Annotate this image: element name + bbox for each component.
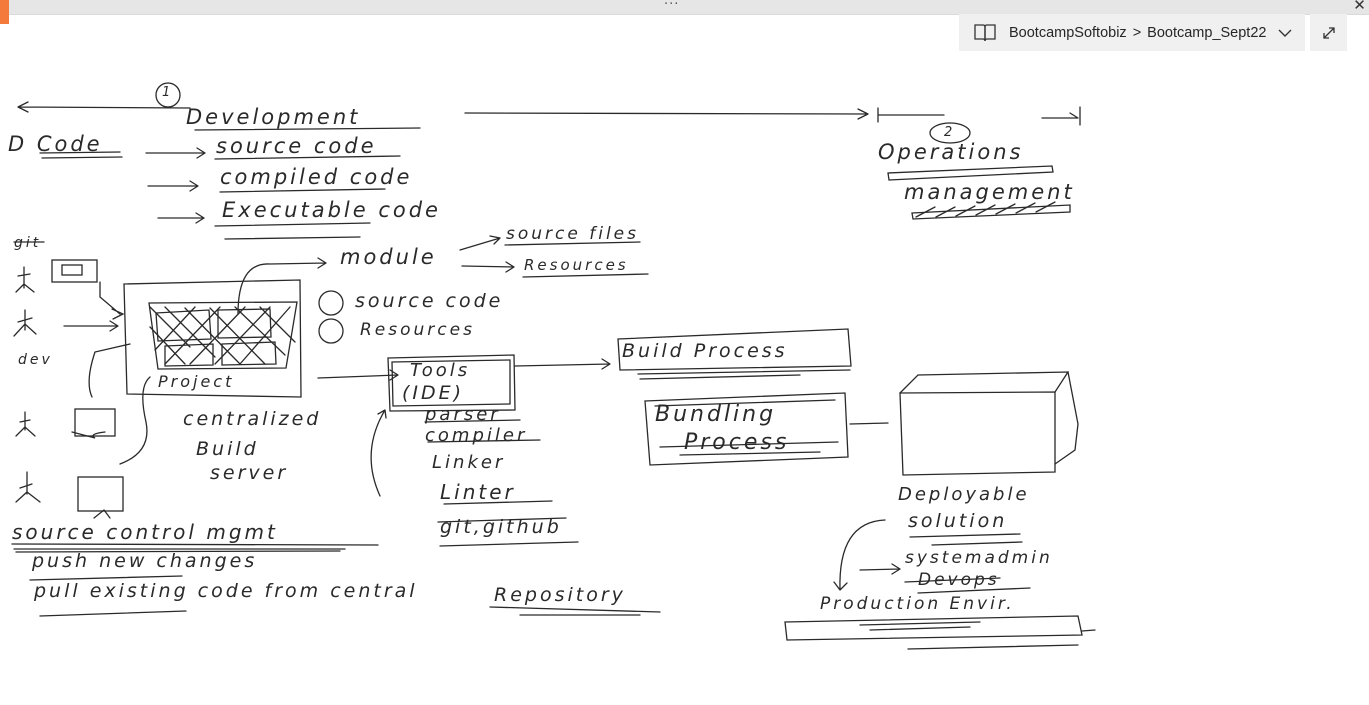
ink-item2-resources: Resources [360,320,475,340]
ink-devops: Devops [918,570,1000,590]
book-icon [974,23,996,41]
app-accent-tab [0,0,9,24]
ink-compiled-code: compiled code [220,165,413,189]
ink-project: Project [158,372,235,391]
ink-strokes [11,82,1096,650]
ink-repository: Repository [494,584,626,606]
ink-development: Development [186,105,361,129]
ink-ide: (IDE) [402,382,465,404]
ink-process: Process [684,430,790,455]
ink-canvas[interactable]: 1 Development D Code source code compile… [0,52,1369,705]
ink-management: management [904,180,1075,204]
ink-centralized: centralized [183,408,322,430]
ink-deployable: Deployable [898,484,1030,505]
chevron-down-icon [1278,29,1292,37]
ink-git-github: git,github [440,516,562,538]
expand-button[interactable] [1310,14,1347,51]
ink-pull-existing: pull existing code from central [34,580,418,602]
ink-push-new-changes: push new changes [32,550,258,572]
ink-build-process: Build Process [622,340,788,362]
ink-git: git [14,235,42,251]
circle-number-2: 2 [944,125,956,140]
breadcrumb-section: Bootcamp_Sept22 [1147,24,1267,41]
more-options-icon[interactable]: ··· [664,0,680,12]
ink-tools: Tools [410,360,471,381]
ink-code: D Code [8,132,103,156]
ink-linter: Linter [440,480,516,504]
ink-operations: Operations [878,140,1024,164]
ink-compiler: compiler [425,425,528,446]
ink-solution: solution [908,510,1008,532]
ink-server: server [210,462,289,484]
expand-diagonal-icon [1322,26,1335,39]
ink-module: module [340,245,437,269]
breadcrumb-notebook: BootcampSoftobiz [1009,24,1127,41]
ink-build: Build [196,438,259,460]
ink-source-code: source code [216,134,377,158]
ink-source-control-mgmt: source control mgmt [12,520,278,544]
ink-bundling: Bundling [655,402,777,427]
window-title-bar [0,0,1369,15]
ink-linker: Linker [432,452,506,473]
ink-executable-code: Executable code [222,198,441,222]
ink-dev: dev [18,352,53,368]
ink-parser: parser [425,404,501,425]
ink-production-env: Production Envir. [820,594,1015,614]
ink-resources-top: Resources [524,256,629,274]
ink-item1-source-code: source code [355,290,504,312]
ink-systemadmin: systemadmin [905,548,1053,568]
breadcrumb-separator: > [1132,24,1142,41]
circle-number-1: 1 [162,85,174,100]
ink-source-files: source files [506,224,639,244]
notebook-breadcrumb[interactable]: BootcampSoftobiz > Bootcamp_Sept22 [959,14,1305,51]
close-icon[interactable]: ✕ [1353,0,1366,14]
